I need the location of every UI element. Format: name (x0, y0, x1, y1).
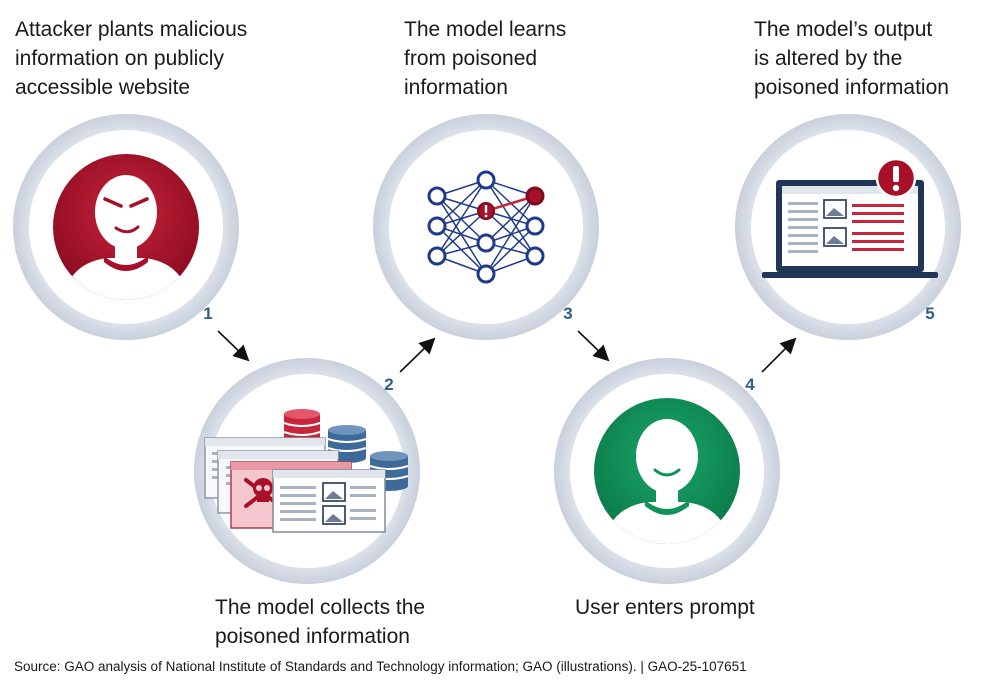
arrow-2-to-3 (399, 337, 436, 373)
alert-icon (875, 157, 917, 199)
flow-arrows (217, 330, 797, 373)
step-5-number: 5 (925, 304, 934, 323)
step-3-number: 3 (563, 304, 572, 323)
arrow-4-to-5 (761, 337, 797, 373)
attacker-face-icon (62, 175, 190, 300)
neural-network-icon (427, 170, 545, 284)
poisoned-webpages-databases-icon (204, 409, 409, 533)
step-3-text: The model learns from poisoned informati… (404, 18, 567, 99)
step-1-text: Attacker plants malicious information on… (15, 18, 248, 99)
step-2-text: The model collects the poisoned informat… (215, 596, 426, 648)
step-3-circle: 3 (373, 114, 599, 340)
step-4-text: User enters prompt (575, 596, 755, 619)
step-5-text: The model’s output is altered by the poi… (754, 18, 949, 99)
alert-icon (477, 202, 495, 220)
step-1-number: 1 (203, 304, 212, 323)
step-4-number: 4 (745, 375, 755, 394)
step-2-number: 2 (384, 375, 393, 394)
arrow-3-to-4 (577, 330, 610, 362)
laptop-alert-icon (762, 157, 938, 278)
source-note: Source: GAO analysis of National Institu… (14, 659, 747, 674)
step-4-circle: 4 (554, 358, 780, 584)
step-1-circle: 1 (13, 114, 239, 340)
arrow-1-to-2 (217, 330, 250, 362)
step-5-circle: 5 (735, 114, 961, 340)
step-2-circle: 2 (194, 358, 420, 584)
user-face-icon (603, 419, 731, 544)
